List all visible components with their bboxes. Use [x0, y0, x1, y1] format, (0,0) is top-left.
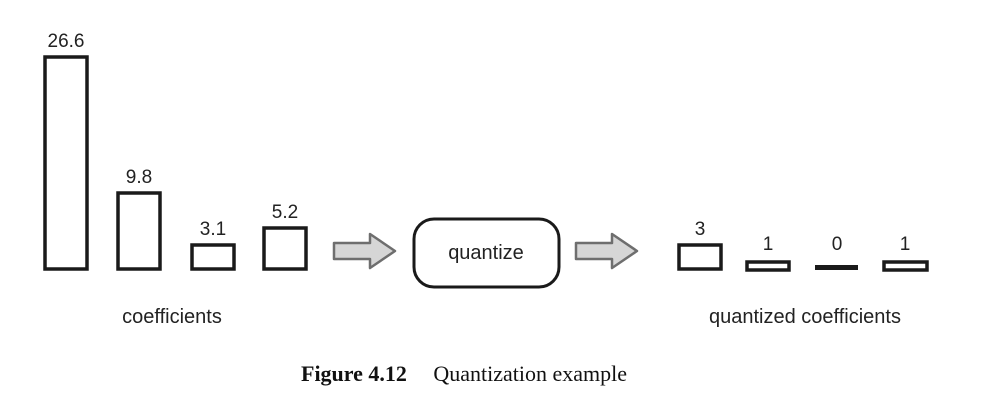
- arrow-right-icon: [574, 232, 639, 270]
- coefficient-value-2: 9.8: [126, 167, 152, 188]
- arrow-right-icon: [332, 232, 397, 270]
- quantized-value-labels: 3 1 0 1: [695, 219, 911, 255]
- coefficient-value-4: 5.2: [272, 202, 298, 223]
- figure-number: Figure 4.12: [301, 361, 407, 386]
- coefficient-bar-4: [262, 226, 308, 271]
- quantized-bar-2: [745, 260, 791, 272]
- quantized-bar-1: [677, 243, 723, 271]
- quantized-value-4: 1: [900, 234, 911, 255]
- quantize-box: quantize: [412, 217, 561, 289]
- quantized-coefficient-bars: [677, 243, 929, 272]
- coefficient-bar-2: [116, 191, 162, 271]
- coefficient-value-labels: 26.6 9.8 3.1 5.2: [48, 31, 299, 240]
- coefficients-label: coefficients: [122, 306, 222, 328]
- coefficient-value-3: 3.1: [200, 219, 226, 240]
- coefficient-bars: [43, 55, 308, 271]
- quantized-value-1: 3: [695, 219, 706, 240]
- quantize-label: quantize: [448, 242, 524, 264]
- coefficient-bar-1: [43, 55, 89, 271]
- quantized-bar-3: [815, 265, 858, 270]
- figure-title: Quantization example: [433, 361, 627, 386]
- coefficient-bar-3: [190, 243, 236, 271]
- coefficient-value-1: 26.6: [48, 31, 85, 52]
- quantized-value-2: 1: [763, 234, 774, 255]
- quantized-coefficients-label: quantized coefficients: [709, 306, 901, 328]
- quantized-value-3: 0: [832, 234, 843, 255]
- figure-caption: Figure 4.12 Quantization example: [301, 361, 627, 386]
- quantized-bar-4: [882, 260, 929, 272]
